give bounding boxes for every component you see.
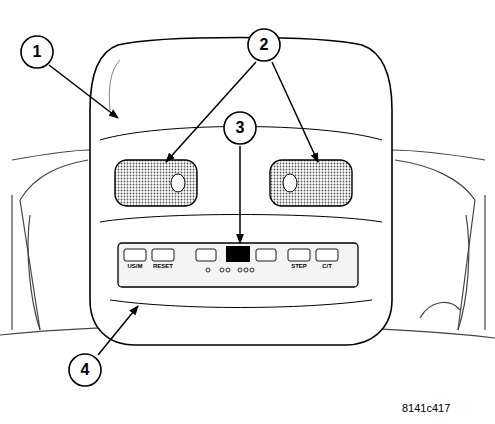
callout-number: 1	[20, 43, 54, 61]
button-label: RESET	[153, 263, 173, 269]
callout-circle: 1	[20, 35, 54, 69]
callout-number: 4	[68, 361, 102, 379]
figure-reference: 8141c417	[402, 402, 450, 414]
callout-number: 2	[247, 36, 281, 54]
callout-circle: 3	[223, 111, 257, 145]
button-label: C/T	[322, 263, 332, 269]
button-label: STEP	[291, 263, 307, 269]
callout-number: 3	[223, 119, 257, 137]
button-label: US/M	[128, 263, 143, 269]
callout-circle: 2	[247, 28, 281, 62]
callout-circle: 4	[68, 353, 102, 387]
